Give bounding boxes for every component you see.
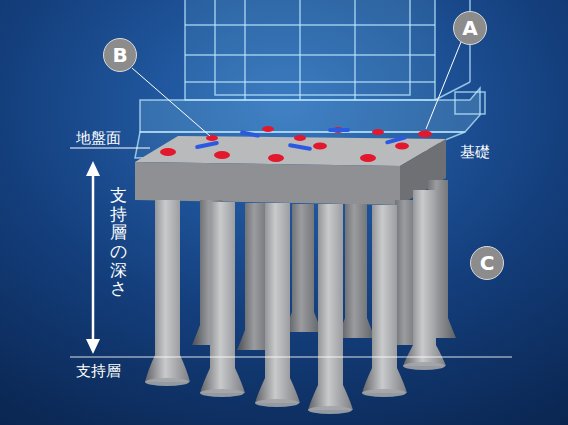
foundation-label: 基礎 [460,143,490,161]
callout-circle: A [453,11,487,45]
callout-letter: C [480,253,495,273]
isolator-marks [160,126,432,162]
building [135,0,485,158]
foundation-slab [135,136,446,205]
piles-front [145,190,446,410]
callout-circle: B [103,38,137,72]
pile-bulb-tops [145,362,445,414]
bearing-layer-label: 支持層 [76,362,121,380]
depth-label: 支持層の深さ [110,186,127,298]
callout-letter: A [462,18,477,38]
depth-arrow [86,161,100,354]
reference-lines [70,148,512,357]
callout-letter: B [112,45,127,65]
callout-circle: C [470,246,504,280]
ground-level-label: 地盤面 [76,129,121,147]
leader-lines [132,42,461,136]
